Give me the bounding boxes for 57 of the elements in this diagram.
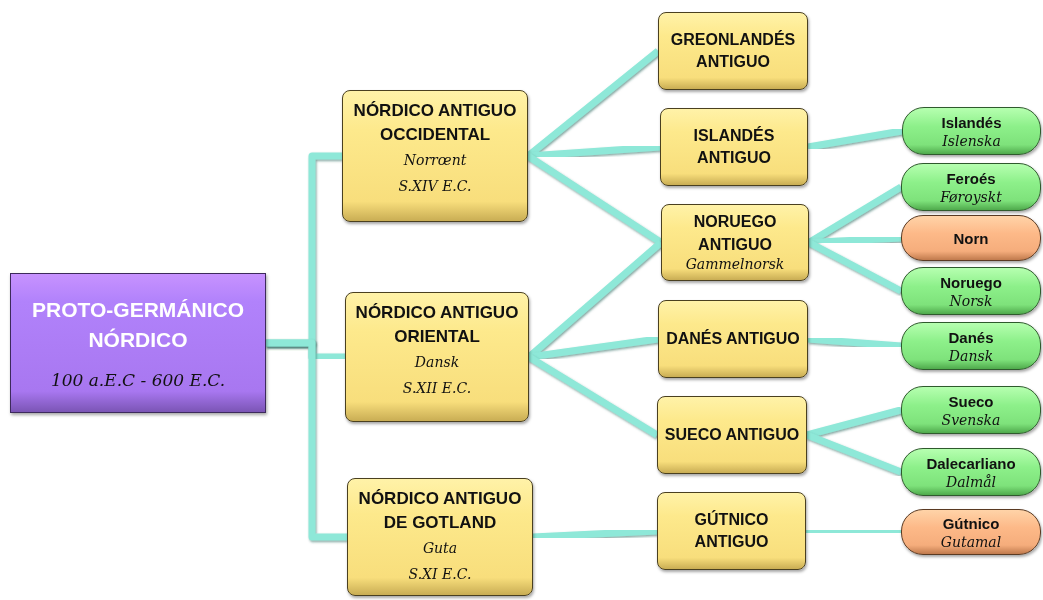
native-name: Dansk xyxy=(948,347,994,366)
language-name: Norn xyxy=(953,228,989,249)
connector-line xyxy=(805,527,902,536)
native-name: Føroyskt xyxy=(940,188,1002,207)
language-box xyxy=(657,396,807,474)
language-name: Danés xyxy=(948,327,994,348)
language-box xyxy=(902,107,1041,155)
language-name: GÚTNICO ANTIGUO xyxy=(693,509,770,552)
language-name: Dalecarliano xyxy=(926,453,1016,474)
language-name: Gútnico xyxy=(942,513,1000,534)
date-label: S.XI E.C. xyxy=(408,565,472,585)
root-language-box xyxy=(10,273,266,413)
language-name: PROTO-GERMÁNICO NÓRDICO xyxy=(31,296,245,354)
language-box xyxy=(661,204,809,281)
language-name: SUECO ANTIGUO xyxy=(664,424,800,445)
language-name: GREONLANDÉS ANTIGUO xyxy=(669,29,797,72)
language-box xyxy=(901,509,1041,555)
date-label: S.XII E.C. xyxy=(402,379,472,399)
language-name: NORUEGO ANTIGUO xyxy=(692,212,778,255)
language-box xyxy=(901,386,1041,434)
native-name: Gutamal xyxy=(940,533,1002,552)
native-name: Svenska xyxy=(941,411,1001,430)
native-name: Dansk xyxy=(414,352,460,372)
language-box xyxy=(901,267,1041,315)
language-box xyxy=(901,163,1041,211)
language-box xyxy=(345,292,529,422)
date-label: 100 a.E.C - 600 E.C. xyxy=(50,369,226,392)
native-name: Guta xyxy=(422,538,458,558)
native-name: Norrœnt xyxy=(403,150,467,170)
connector-line xyxy=(266,339,347,541)
language-name: Islandés xyxy=(941,112,1002,133)
language-name: NÓRDICO ANTIGUO DE GOTLAND xyxy=(357,488,523,534)
language-box xyxy=(657,492,806,570)
language-name: NÓRDICO ANTIGUO ORIENTAL xyxy=(354,302,520,348)
language-box xyxy=(342,90,528,222)
connector-line xyxy=(807,335,902,350)
native-name: Islenska xyxy=(942,132,1001,151)
date-label: S.XIV E.C. xyxy=(398,177,472,197)
language-box xyxy=(901,322,1041,370)
language-name: ISLANDÉS ANTIGUO xyxy=(692,125,776,168)
language-name: Noruego xyxy=(940,272,1002,293)
native-name: Gammelnorsk xyxy=(685,256,785,274)
connector-line xyxy=(806,406,902,439)
language-box xyxy=(901,448,1041,496)
language-box xyxy=(658,300,808,378)
native-name: Norsk xyxy=(949,292,993,311)
connector-line xyxy=(532,527,658,541)
language-box xyxy=(660,108,808,186)
language-name: DANÉS ANTIGUO xyxy=(666,328,800,349)
language-name: NÓRDICO ANTIGUO OCCIDENTAL xyxy=(352,100,518,146)
connector-line xyxy=(807,127,903,151)
native-name: Dalmål xyxy=(945,473,997,492)
language-name: Feroés xyxy=(946,168,996,189)
language-name: Sueco xyxy=(948,391,994,412)
language-box xyxy=(347,478,533,596)
language-box xyxy=(901,215,1041,261)
language-box xyxy=(658,12,808,90)
